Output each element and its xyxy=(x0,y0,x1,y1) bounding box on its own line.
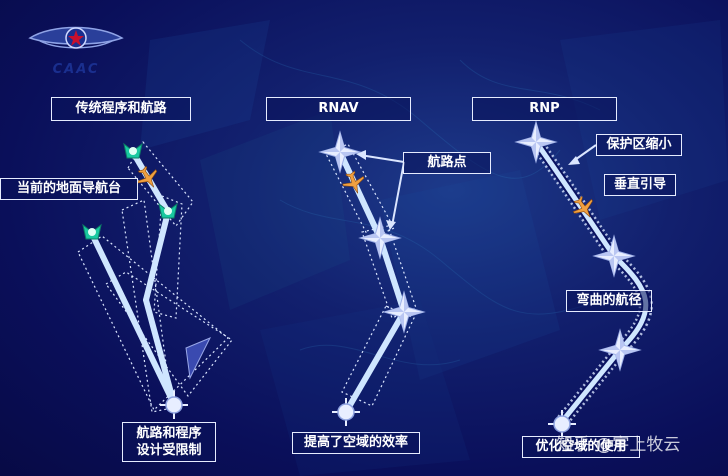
caac-logo-icon xyxy=(28,26,124,49)
airport-icon xyxy=(159,390,189,420)
callout-airspace-efficiency: 提高了空域的效率 xyxy=(292,432,420,454)
callout-procedure-limit: 航路和程序 设计受限制 xyxy=(122,422,216,462)
callout-procedure-limit-line2: 设计受限制 xyxy=(136,443,202,458)
callout-waypoint: 航路点 xyxy=(403,152,491,174)
logo-text: CAAC xyxy=(52,62,100,77)
title-rnp: RNP xyxy=(472,97,617,121)
navaid-icon xyxy=(82,224,102,240)
watermark-text: 知乎 @宇上牧云 xyxy=(556,435,681,455)
callout-protected-area: 保护区缩小 xyxy=(596,134,682,156)
callout-curved-path: 弯曲的航径 xyxy=(566,290,652,312)
title-traditional: 传统程序和航路 xyxy=(51,97,191,121)
callout-vertical-guidance: 垂直引导 xyxy=(604,174,676,196)
background-texture xyxy=(140,20,728,476)
callout-airspace-use: 优化空域的使用 xyxy=(522,436,640,458)
aircraft-icon xyxy=(339,168,369,198)
callout-ground-navaid: 当前的地面导航台 xyxy=(0,178,138,200)
navaid-icon xyxy=(123,143,143,159)
callout-procedure-limit-line1: 航路和程序 xyxy=(136,426,202,441)
title-rnav: RNAV xyxy=(266,97,411,121)
